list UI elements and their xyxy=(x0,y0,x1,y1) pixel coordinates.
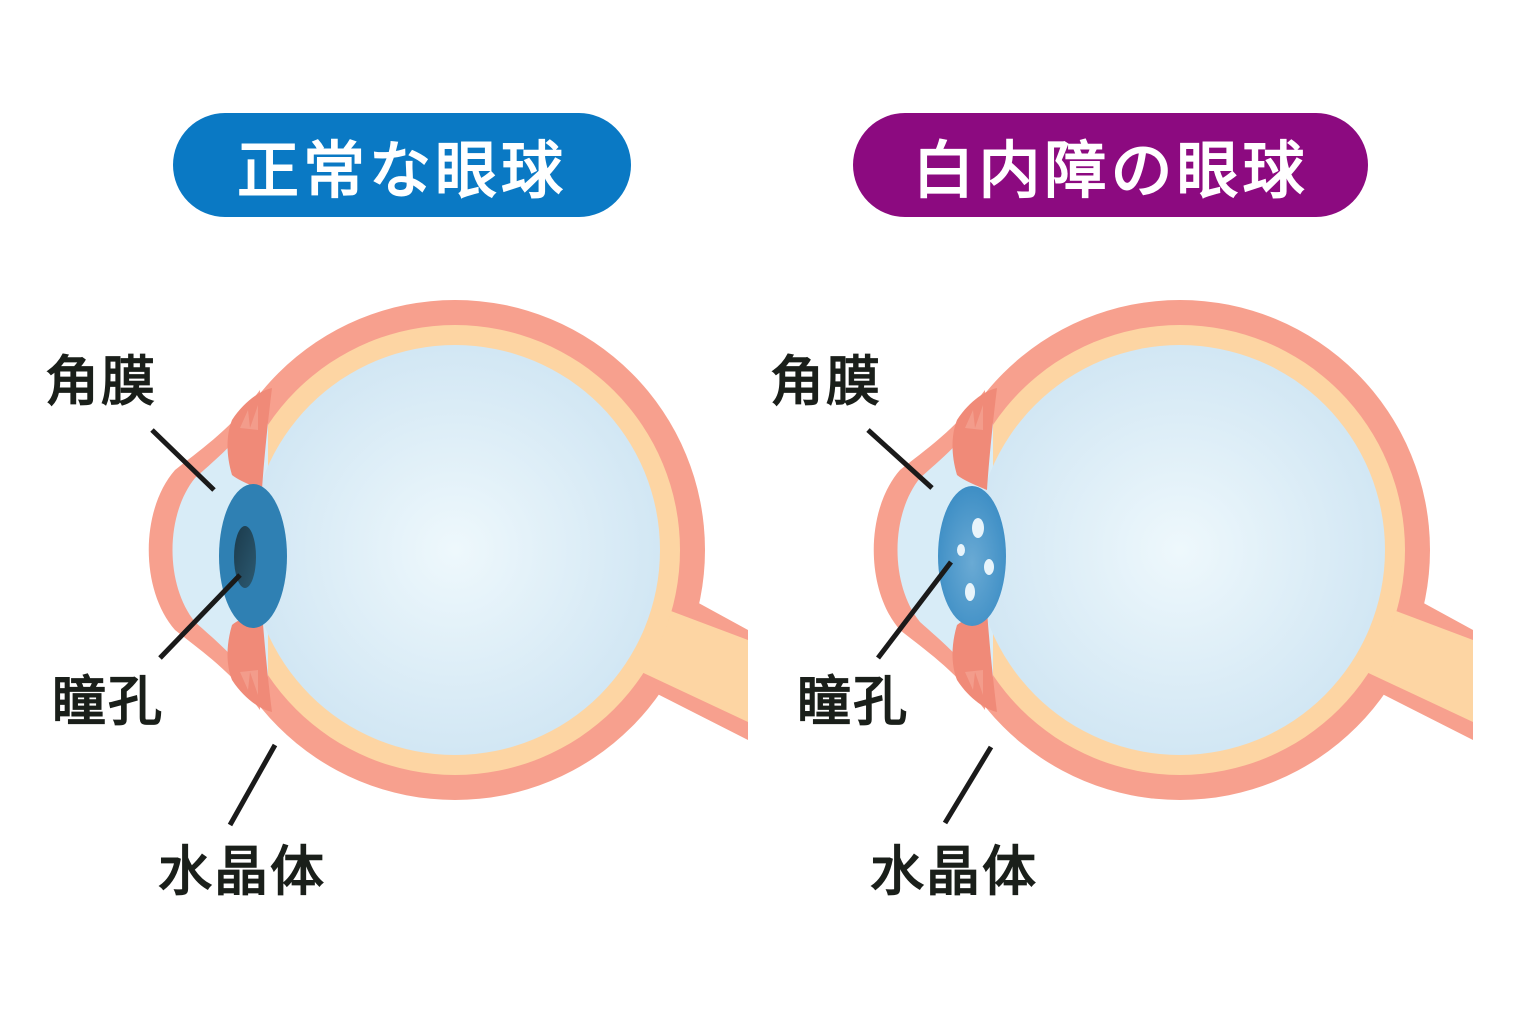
title-cataract-eye: 白内障の眼球 xyxy=(853,113,1368,217)
pupil-leader-line xyxy=(876,560,953,660)
cataract-eye xyxy=(866,300,1473,825)
normal-pupil xyxy=(234,526,256,588)
cornea-leader-line xyxy=(866,428,934,490)
normal-eye xyxy=(148,300,748,827)
opacity-spot xyxy=(984,559,994,575)
lens-leader-line xyxy=(227,743,278,827)
cornea-leader-line xyxy=(150,428,216,492)
label-pupil-cataract: 瞳孔 xyxy=(797,670,909,733)
label-cornea-normal: 角膜 xyxy=(45,350,157,413)
cataract-lens xyxy=(938,486,1006,626)
title-normal-eye: 正常な眼球 xyxy=(173,113,631,217)
lens-leader-line xyxy=(942,745,994,825)
label-lens-normal: 水晶体 xyxy=(158,840,326,903)
opacity-spot xyxy=(972,518,984,538)
pupil-leader-line xyxy=(158,573,242,660)
opacity-spot xyxy=(957,544,965,556)
label-cornea-cataract: 角膜 xyxy=(770,350,882,413)
label-pupil-normal: 瞳孔 xyxy=(52,670,164,733)
label-lens-cataract: 水晶体 xyxy=(870,840,1038,903)
opacity-spot xyxy=(965,583,975,601)
